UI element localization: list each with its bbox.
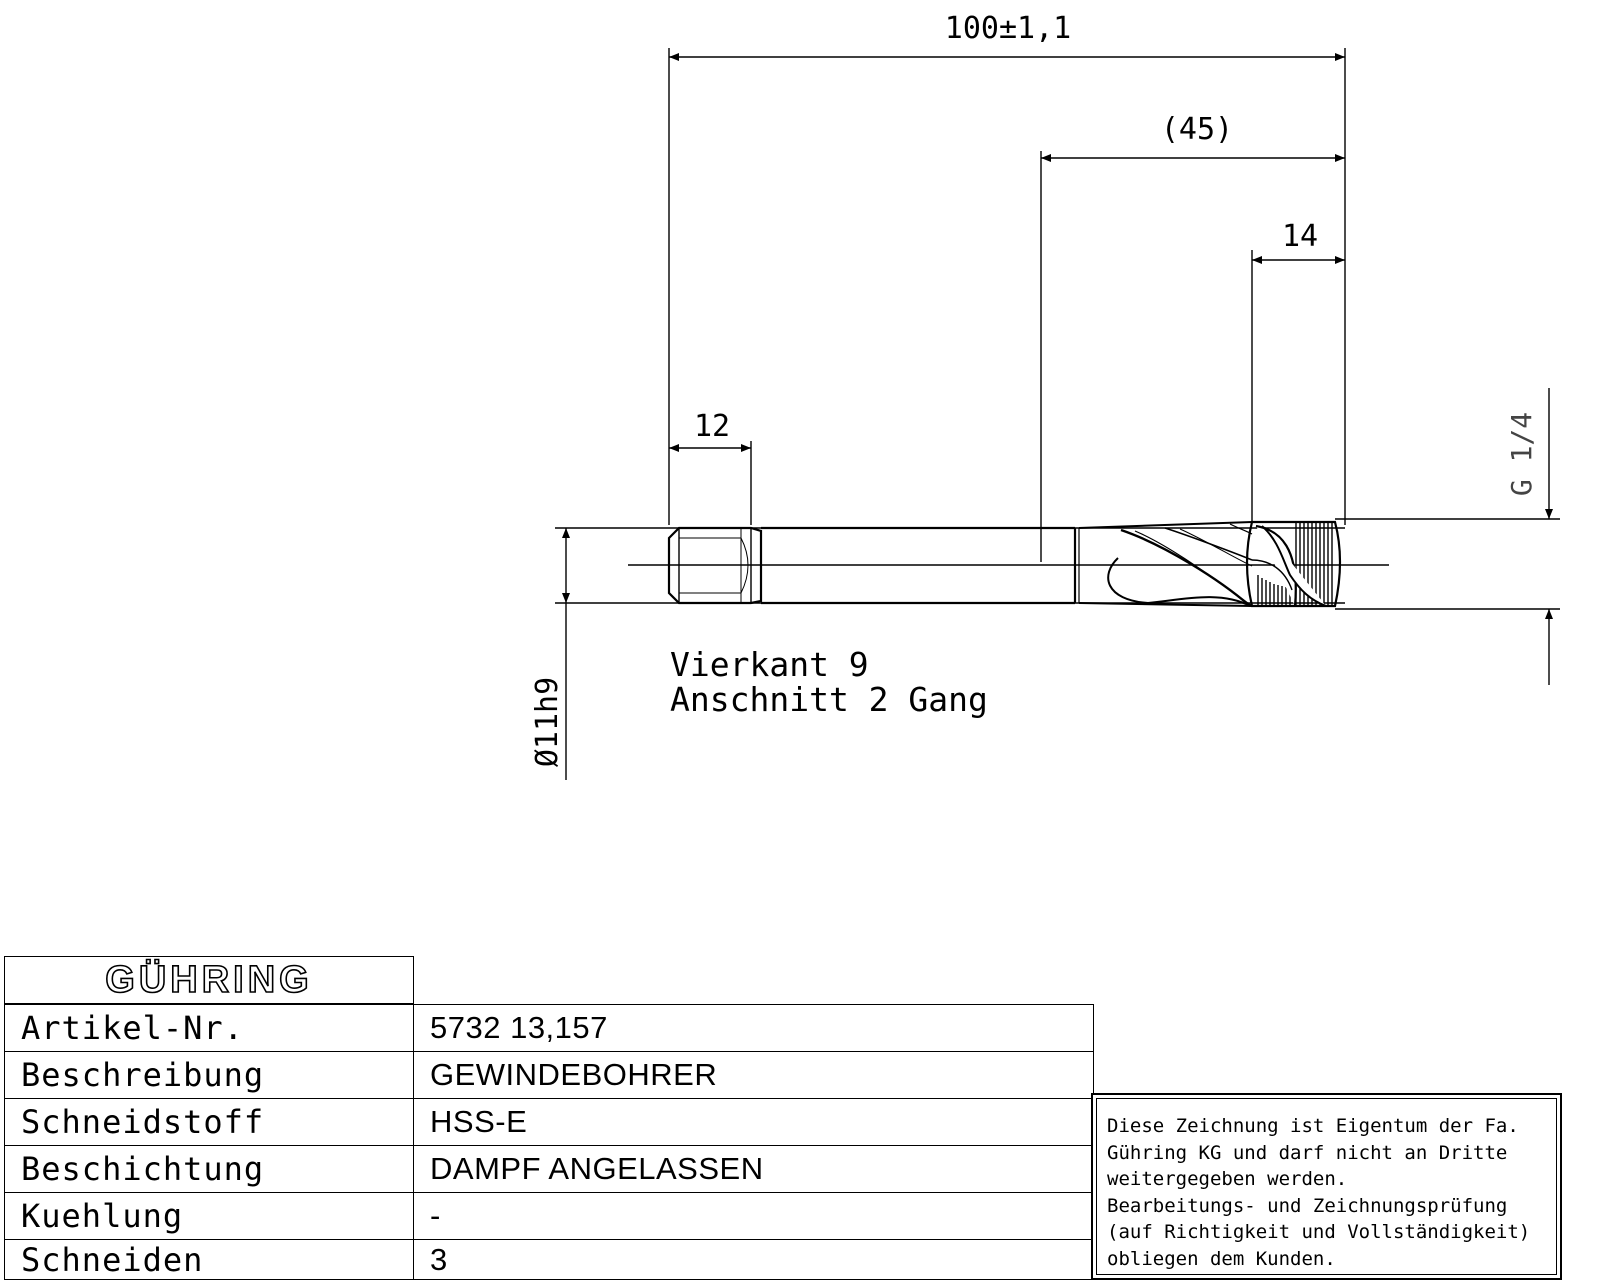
row-value-kuehlung: -: [413, 1192, 1094, 1240]
dimension-lines: [562, 53, 1553, 780]
row-value-artikel: 5732 13,157: [413, 1004, 1094, 1052]
shank: [761, 526, 1080, 605]
row-value-beschichtung: DAMPF ANGELASSEN: [413, 1145, 1094, 1193]
row-value-schneidstoff: HSS-E: [413, 1098, 1094, 1146]
flute-section: [1078, 521, 1253, 607]
tap-tool: [628, 520, 1389, 608]
row-value-schneiden: 3: [413, 1239, 1094, 1280]
square-end: [667, 526, 763, 605]
note-square: Vierkant 9: [670, 645, 869, 684]
row-label-schneidstoff: Schneidstoff: [4, 1098, 414, 1146]
thread-section: [1245, 520, 1342, 608]
row-label-kuehlung: Kuehlung: [4, 1192, 414, 1240]
extension-lines: [555, 48, 1560, 610]
disclaimer-line: Diese Zeichnung ist Eigentum der Fa.: [1107, 1115, 1519, 1137]
disclaimer-line: obliegen dem Kunden.: [1107, 1247, 1336, 1270]
disclaimer-line: Gühring KG und darf nicht an Dritte: [1107, 1141, 1508, 1164]
dim-overall-length: 100±1,1: [945, 11, 1071, 46]
dim-chamfer-length: 14: [1282, 219, 1318, 254]
row-value-beschreibung: GEWINDEBOHRER: [413, 1051, 1094, 1099]
dim-shank-diameter: Ø11h9: [530, 677, 565, 767]
note-chamfer: Anschnitt 2 Gang: [670, 680, 988, 719]
row-label-beschichtung: Beschichtung: [4, 1145, 414, 1193]
row-label-schneiden: Schneiden: [4, 1239, 414, 1280]
disclaimer-line: weitergegeben werden.: [1107, 1168, 1348, 1190]
guehring-logo: GÜHRING: [4, 956, 414, 1004]
disclaimer-line: (auf Richtigkeit und Vollständigkeit): [1107, 1221, 1531, 1243]
disclaimer-line: Bearbeitungs- und Zeichnungsprüfung: [1107, 1194, 1508, 1217]
dim-square-length: 12: [694, 409, 730, 444]
row-label-beschreibung: Beschreibung: [4, 1051, 414, 1099]
row-label-artikel: Artikel-Nr.: [4, 1004, 414, 1052]
dim-thread-size: G 1/4: [1505, 412, 1538, 496]
disclaimer-box: Diese Zeichnung ist Eigentum der Fa. Güh…: [1091, 1093, 1562, 1280]
disclaimer-text: Diese Zeichnung ist Eigentum der Fa. Güh…: [1096, 1098, 1557, 1275]
dim-thread-length: (45): [1161, 112, 1233, 147]
